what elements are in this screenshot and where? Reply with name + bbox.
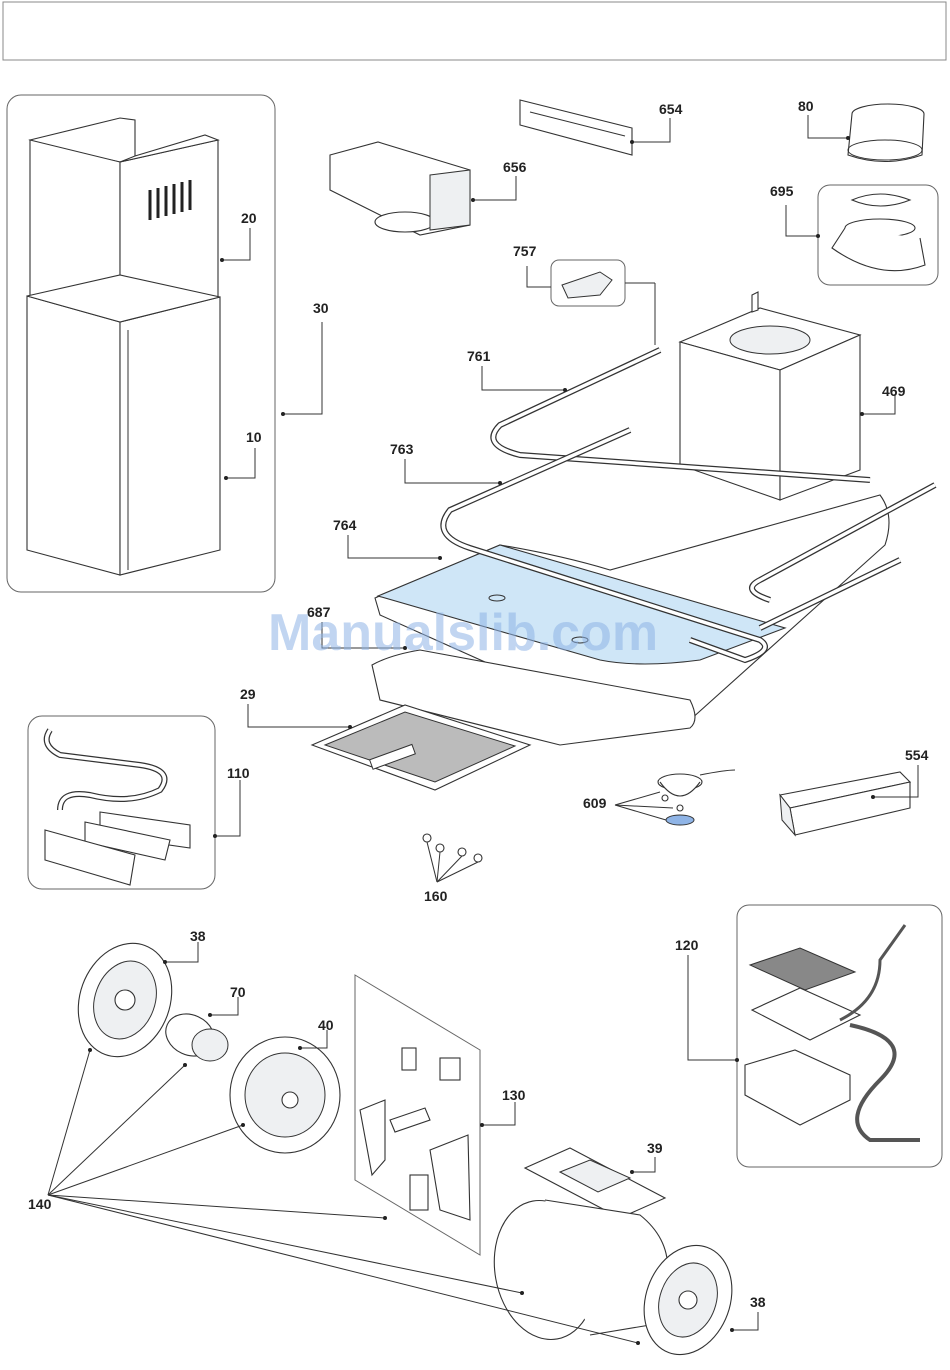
mounting-bracket-part: [520, 100, 632, 155]
duct-adapter-part: [330, 142, 470, 235]
control-board-frame: [737, 905, 942, 1167]
label-110: 110: [227, 765, 250, 781]
label-764: 764: [333, 517, 357, 533]
label-130: 130: [502, 1087, 526, 1103]
label-761: 761: [467, 348, 491, 364]
label-695: 695: [770, 183, 794, 199]
duct-collar-part: [848, 104, 924, 162]
label-70: 70: [230, 984, 246, 1000]
label-609: 609: [583, 795, 607, 811]
label-656: 656: [503, 159, 527, 175]
lower-chimney-part: [27, 275, 220, 575]
label-120: 120: [675, 937, 699, 953]
label-39: 39: [647, 1140, 663, 1156]
watermark: Manualslib.com: [268, 604, 658, 662]
label-10: 10: [246, 429, 262, 445]
lamp-part: [658, 770, 735, 825]
label-40: 40: [318, 1017, 334, 1033]
label-30: 30: [313, 300, 329, 316]
label-763: 763: [390, 441, 414, 457]
fan-plate-part-left: [63, 930, 187, 1070]
label-80: 80: [798, 98, 814, 114]
label-757: 757: [513, 243, 537, 259]
label-38-right: 38: [750, 1294, 766, 1310]
label-160: 160: [424, 888, 448, 904]
header-frame: [3, 2, 946, 60]
screws-part: [423, 834, 482, 882]
label-554: 554: [905, 747, 929, 763]
label-140: 140: [28, 1196, 52, 1212]
label-654: 654: [659, 101, 683, 117]
label-29: 29: [240, 686, 256, 702]
label-38-left: 38: [190, 928, 206, 944]
label-20: 20: [241, 210, 257, 226]
transformer-part: [780, 772, 910, 835]
label-469: 469: [882, 383, 906, 399]
scroll-housing-part: [484, 1148, 668, 1348]
blower-wheel-part: [230, 1037, 340, 1153]
